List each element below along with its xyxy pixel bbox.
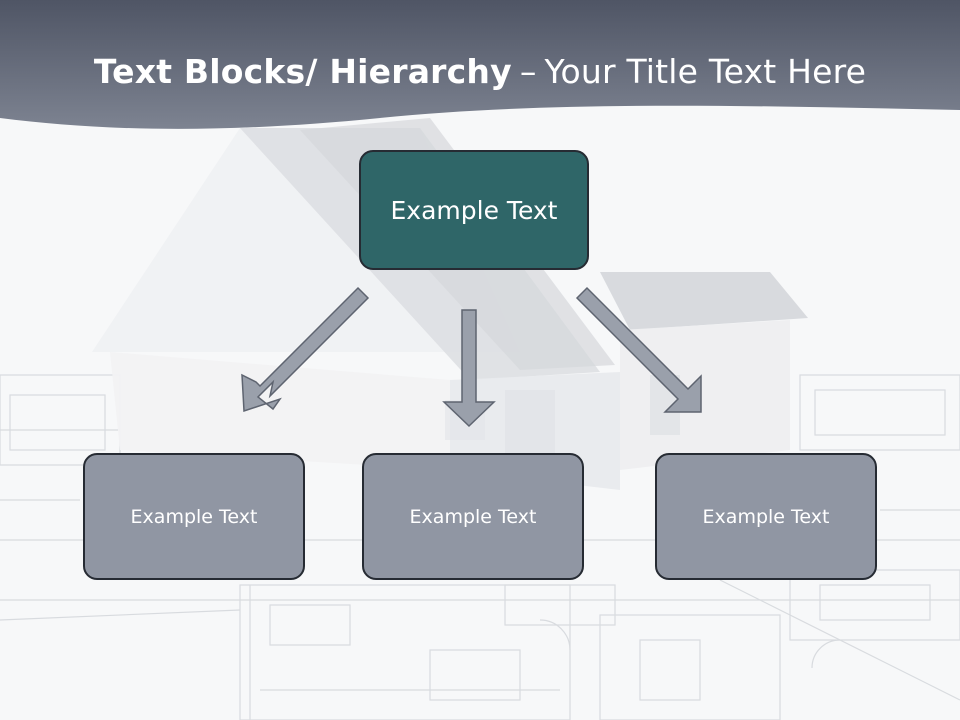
child-box-right-label: Example Text (702, 505, 830, 528)
child-box-center-label: Example Text (409, 505, 537, 528)
top-level-label: Example Text (390, 195, 558, 225)
header-band (0, 0, 960, 129)
child-box-left: Example Text (83, 453, 305, 580)
child-box-left-label: Example Text (130, 505, 258, 528)
title-normal: Your Title Text Here (544, 52, 867, 91)
page-title: Text Blocks/ Hierarchy–Your Title Text H… (0, 52, 960, 91)
top-level-box: Example Text (359, 150, 589, 270)
child-box-right: Example Text (655, 453, 877, 580)
child-box-center: Example Text (362, 453, 584, 580)
title-separator: – (519, 52, 537, 91)
arrow-center (442, 309, 496, 428)
blueprint-lines (0, 374, 960, 720)
arrow-right (575, 286, 702, 413)
title-bold: Text Blocks/ Hierarchy (93, 52, 512, 91)
arrow-left (241, 286, 370, 413)
